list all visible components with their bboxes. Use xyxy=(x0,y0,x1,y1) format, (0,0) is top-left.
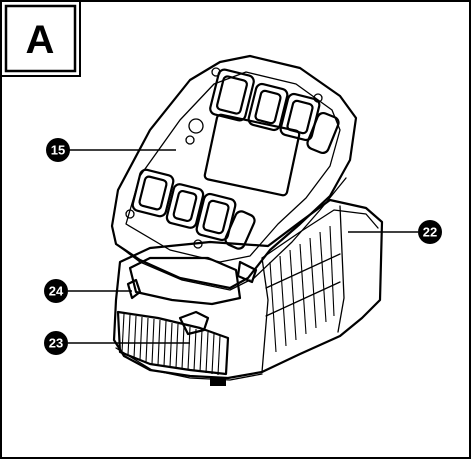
callout-charger: 22 xyxy=(348,220,442,244)
callout-label-charge-indicator: 24 xyxy=(49,284,64,299)
callout-label-battery: 15 xyxy=(51,143,65,158)
panel-label: A xyxy=(0,1,81,77)
battery-pack-illustration xyxy=(110,54,358,291)
charger-illustration xyxy=(112,198,384,386)
callout-battery-slot: 23 xyxy=(44,331,190,355)
charge-indicator-light xyxy=(126,278,142,300)
battery-display-window xyxy=(203,113,301,197)
callout-battery: 15 xyxy=(46,138,176,162)
charger-vent-ribs xyxy=(265,225,341,353)
callout-label-charger: 22 xyxy=(423,225,437,240)
callout-charge-indicator: 24 xyxy=(44,279,132,303)
battery-top-grips xyxy=(209,68,340,155)
battery-bottom-grips xyxy=(131,168,256,250)
callout-label-battery-slot: 23 xyxy=(49,336,63,351)
charger-slot-outline xyxy=(128,256,242,306)
charger-front-grille xyxy=(116,310,230,376)
panel-letter: A xyxy=(26,18,55,62)
